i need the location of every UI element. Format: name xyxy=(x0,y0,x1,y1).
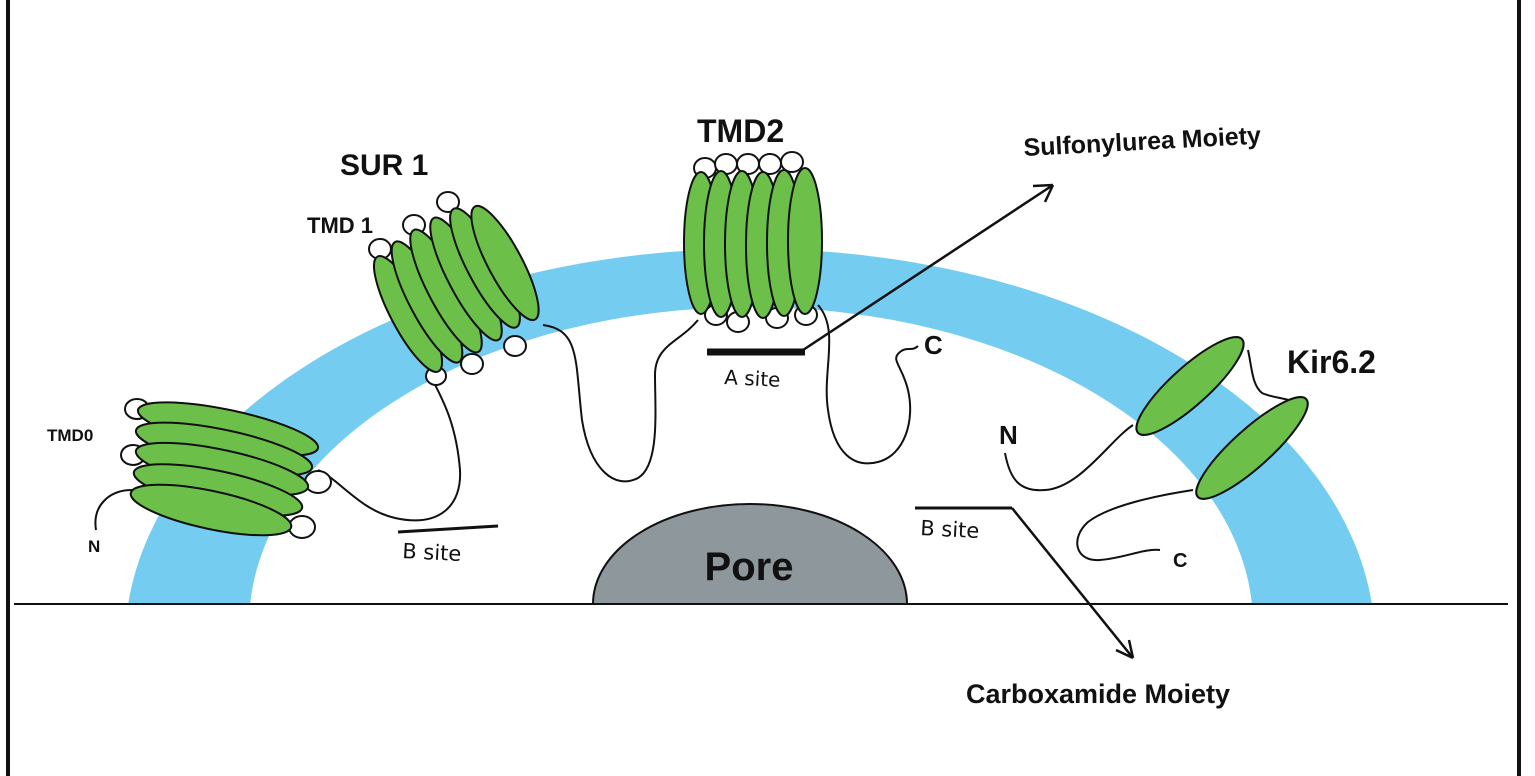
tmd2-loop xyxy=(780,151,804,173)
label-c-terminus-kir: C xyxy=(1173,550,1187,572)
pore-shape xyxy=(591,503,909,605)
loop-tmd0-tmd1 xyxy=(317,374,462,522)
kir62-helices xyxy=(1135,336,1309,500)
label-n-terminus-kir: N xyxy=(999,420,1018,450)
label-n-terminus-tmd0: N xyxy=(88,537,100,556)
page-frame xyxy=(6,0,1521,776)
binding-site-markers xyxy=(397,348,1012,534)
loop-tmd2-c xyxy=(817,304,919,465)
label-sulfonylurea-moiety: Sulfonylurea Moiety xyxy=(1023,122,1262,162)
tmd1-helix-bundle xyxy=(368,191,540,386)
tmd1-loop xyxy=(503,335,527,357)
loop-tmd1-tmd2 xyxy=(542,319,699,483)
tmd1-helix xyxy=(470,204,540,322)
label-b-site-right: B site xyxy=(920,516,980,543)
tmd1-loop xyxy=(436,191,460,213)
label-tmd2: TMD2 xyxy=(697,113,784,149)
label-a-site: A site xyxy=(724,365,781,392)
tmd2-loop xyxy=(758,153,782,175)
carboxamide-arrow xyxy=(1011,507,1135,660)
label-kir62: Kir6.2 xyxy=(1287,344,1376,380)
kir-helix-outer xyxy=(1135,336,1245,436)
tmd2-helix-bundle xyxy=(683,151,823,333)
tmd2-helix xyxy=(787,167,823,315)
tmd1-loop xyxy=(460,353,484,375)
label-tmd1: TMD 1 xyxy=(307,213,373,238)
tmd0-helix-bundle xyxy=(120,398,332,539)
tmd0-helix xyxy=(129,483,293,537)
label-b-site-left: B site xyxy=(402,539,462,566)
label-carboxamide-moiety: Carboxamide Moiety xyxy=(966,679,1230,709)
kir-c-terminus xyxy=(1076,489,1194,562)
pointer-arrows xyxy=(799,183,1135,660)
label-tmd0: TMD0 xyxy=(47,426,93,445)
b-site-left-line xyxy=(397,524,499,534)
tmd0-loop xyxy=(288,515,316,539)
kir-n-terminus xyxy=(1004,424,1134,492)
label-sur1: SUR 1 xyxy=(340,149,428,182)
label-pore: Pore xyxy=(705,545,794,589)
sulfonylurea-arrow xyxy=(799,183,1055,354)
tmd0-loop xyxy=(304,470,332,494)
connecting-loops xyxy=(94,304,1299,562)
kir-helix-inner xyxy=(1195,396,1309,500)
label-c-terminus-tmd2: C xyxy=(924,330,943,360)
n-terminus-tmd0 xyxy=(94,489,133,531)
